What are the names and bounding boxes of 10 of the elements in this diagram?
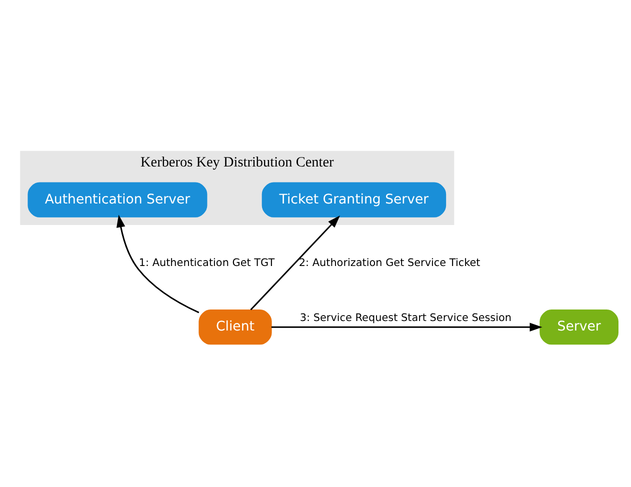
edge-label: 1: Authentication Get TGT: [138, 256, 275, 269]
node-box: Server: [540, 309, 618, 344]
arrow: [116, 214, 200, 313]
arrow: [250, 215, 340, 310]
node-box: Ticket Granting Server: [262, 182, 446, 217]
edge-label: 2: Authorization Get Service Ticket: [298, 256, 480, 269]
node-box: Authentication Server: [28, 182, 208, 217]
edge-label: 3: Service Request Start Service Session: [300, 312, 512, 324]
arrow: [271, 322, 542, 331]
node-box: Client: [198, 309, 272, 344]
